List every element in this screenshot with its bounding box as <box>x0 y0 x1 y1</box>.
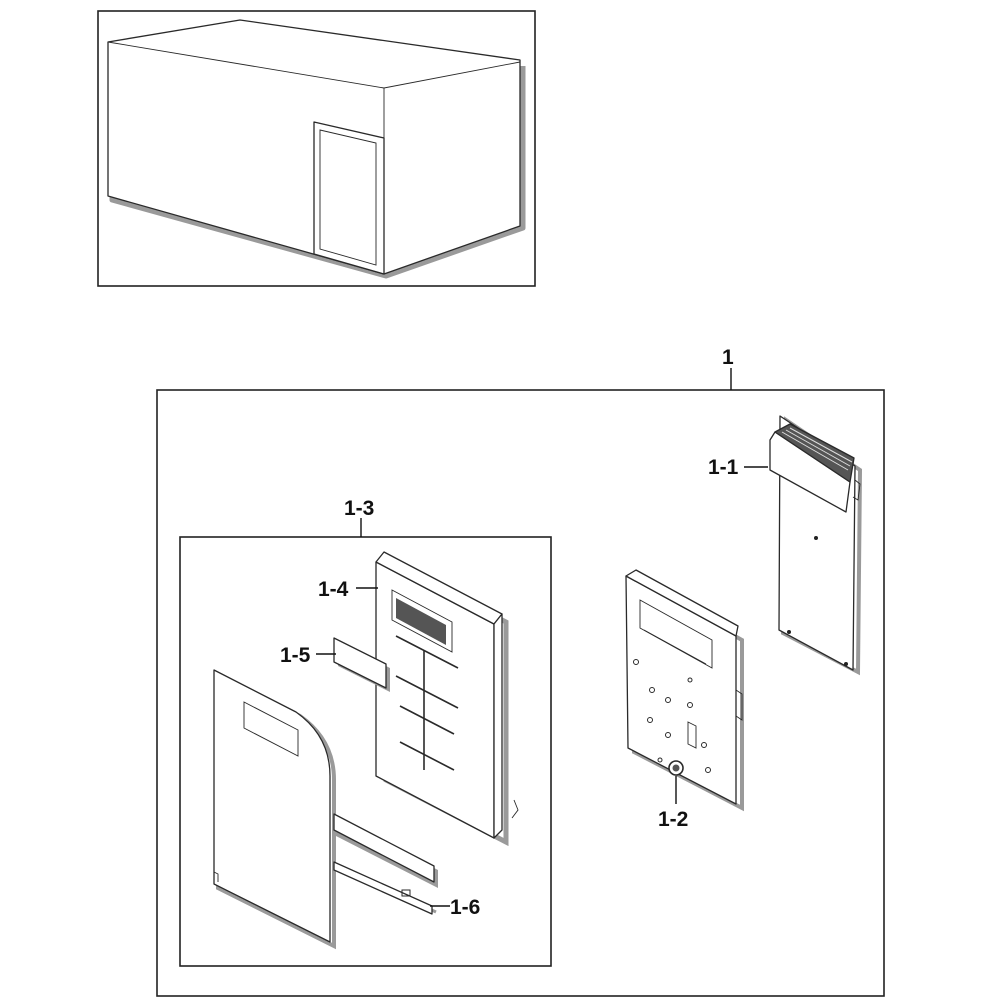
callout-1-5-group: 1-5 <box>280 644 336 667</box>
callout-1-4-group: 1-4 <box>318 578 378 601</box>
sub-assembly-frame <box>179 536 552 967</box>
callout-1-1-group: 1-1 <box>708 456 768 479</box>
overview-frame <box>97 10 536 287</box>
membrane-tab <box>333 861 437 915</box>
callout-1-6-group: 1-6 <box>430 896 480 919</box>
overview-panel <box>97 10 536 287</box>
callout-1-1: 1-1 <box>708 456 739 479</box>
callout-1: 1 <box>722 346 734 369</box>
membrane-strip <box>333 813 438 888</box>
circuit-board-icon <box>769 415 863 676</box>
callout-1-2: 1-2 <box>658 808 688 831</box>
assembly-frame <box>156 389 885 997</box>
callout-1-5: 1-5 <box>280 644 311 667</box>
callout-1-6: 1-6 <box>450 896 480 919</box>
microwave-oven-icon <box>107 19 526 279</box>
membrane-sheet-icon <box>213 669 336 950</box>
assembly-1-group: 1 <box>156 346 885 997</box>
control-panel-icon <box>375 551 519 847</box>
sub-assembly-1-3-group: 1-3 <box>179 497 552 967</box>
callout-1-4: 1-4 <box>318 578 349 601</box>
callout-1-2-group: 1-2 <box>658 776 688 831</box>
callout-1-3: 1-3 <box>344 497 374 520</box>
control-bracket-icon <box>625 569 744 812</box>
